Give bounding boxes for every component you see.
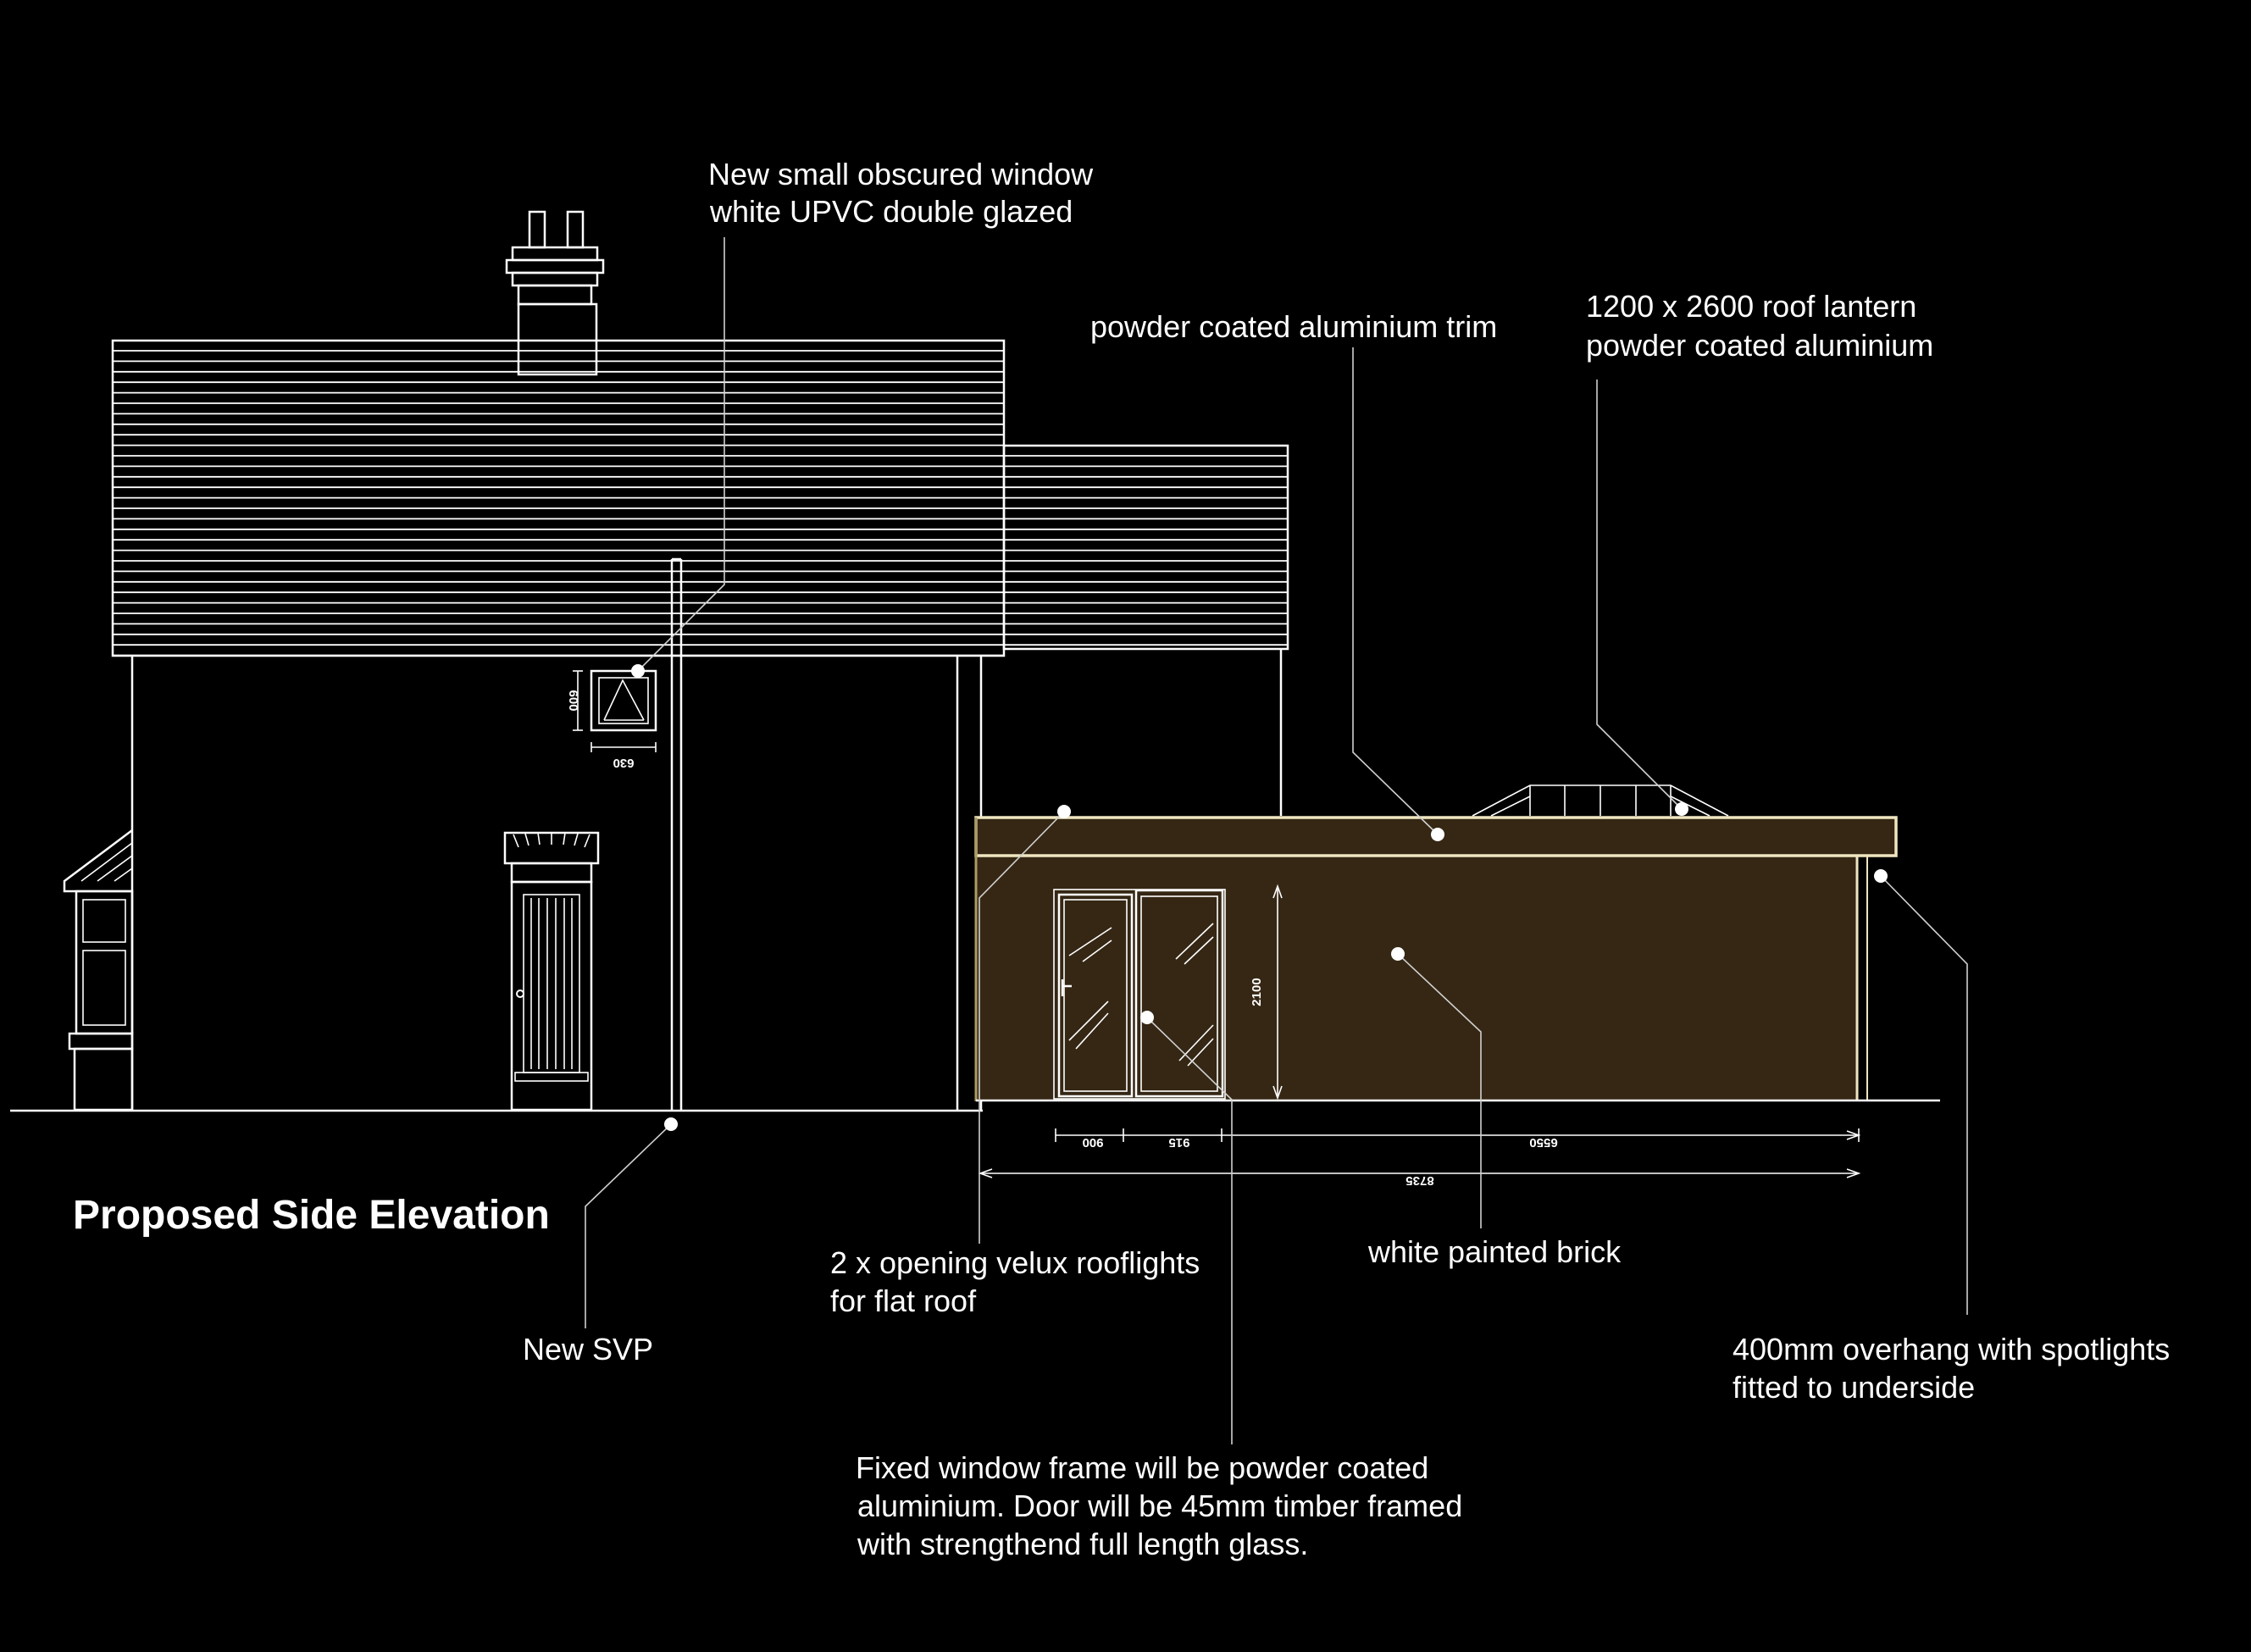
front-door — [503, 831, 600, 1111]
main-roof — [111, 339, 1006, 657]
annotation-window-line1: New small obscured window — [708, 157, 1094, 191]
annotation-trim: powder coated aluminium trim — [1090, 309, 1497, 344]
total-width-dimension: 8735 — [1405, 1173, 1433, 1188]
annotation-overhang-line1: 400mm overhang with spotlights — [1733, 1332, 2170, 1367]
annotation-svp: New SVP — [523, 1332, 653, 1367]
window-width-dimension: 630 — [613, 756, 634, 770]
leader-lines — [585, 237, 1968, 1444]
fixed-window-width-dimension: 915 — [1168, 1135, 1189, 1150]
extension — [974, 784, 1940, 1102]
annotation-lantern-line1: 1200 x 2600 roof lantern — [1586, 289, 1916, 324]
extension-dimensions — [978, 1128, 1861, 1178]
svp-pipe — [670, 557, 683, 1110]
bay-window — [63, 829, 134, 1111]
annotation-rooflights-line1: 2 x opening velux rooflights — [830, 1245, 1200, 1280]
door-width-dimension: 900 — [1082, 1135, 1103, 1150]
roof-lantern — [1472, 784, 1729, 817]
annotation-overhang-line2: fitted to underside — [1733, 1370, 1975, 1405]
window-height-dimension: 600 — [566, 690, 580, 711]
drawing-title: Proposed Side Elevation — [73, 1193, 550, 1238]
annotation-frame-line2: aluminium. Door will be 45mm timber fram… — [857, 1488, 1462, 1523]
annotation-frame-line1: Fixed window frame will be powder coated — [856, 1450, 1428, 1485]
annotation-lantern-line2: powder coated aluminium — [1586, 328, 1933, 363]
small-obscured-window — [573, 669, 657, 752]
door-height-dimension: 2100 — [1250, 978, 1264, 1006]
annotation-window-line2: white UPVC double glazed — [709, 194, 1073, 229]
annotation-frame-line3: with strengthend full length glass. — [857, 1527, 1308, 1561]
annotation-brick: white painted brick — [1367, 1234, 1622, 1269]
chimney — [505, 210, 605, 376]
side-roof — [1002, 444, 1289, 651]
annotation-rooflights-line2: for flat roof — [830, 1283, 977, 1318]
remaining-width-dimension: 6550 — [1529, 1135, 1557, 1150]
